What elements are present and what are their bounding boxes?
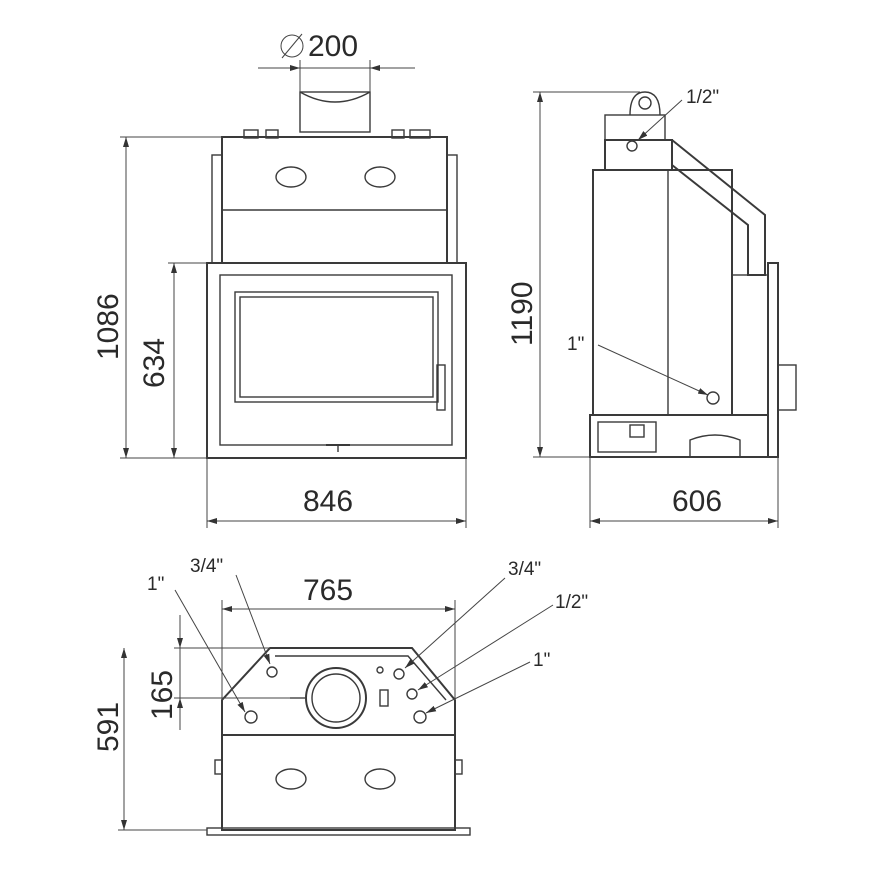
top-offset-label: 165 [146,670,179,720]
side-view: 1/2" 1" 1190 606 [506,87,797,528]
top-left-34-label: 3/4" [190,556,223,577]
top-right-1in-label: 1" [533,650,550,671]
top-view: 1" 3/4" 3/4" 1/2" 1" 765 165 591 [92,556,588,836]
flue-diameter-label: 200 [308,30,358,63]
side-depth-label: 606 [672,485,722,518]
front-view: 200 ∅ 1086 634 846 [92,30,467,528]
top-right-12-label: 1/2" [555,592,588,613]
front-height-label: 1086 [92,293,125,360]
top-depth-label: 591 [92,702,125,752]
front-width-label: 846 [303,485,353,518]
side-height-label: 1190 [506,281,539,346]
door-height-label: 634 [138,338,171,388]
top-left-1in-label: 1" [147,574,164,595]
top-right-34-label: 3/4" [508,559,541,580]
side-top-connection-label: 1/2" [686,87,719,108]
top-width-label: 765 [303,574,353,607]
side-connection-label: 1" [567,334,584,355]
